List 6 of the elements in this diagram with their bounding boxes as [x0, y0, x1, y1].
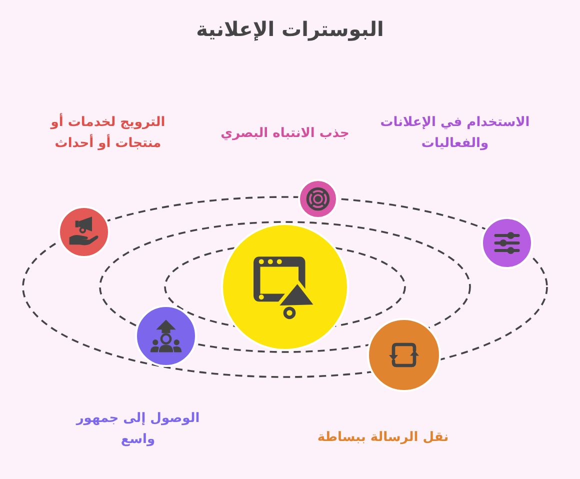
- feature-label: جذب الانتباه البصري: [220, 124, 350, 142]
- diagram-title: البوسترات الإعلانية: [196, 16, 384, 42]
- feature-label: الاستخدام في الإعلانات والفعاليات: [380, 114, 530, 153]
- feature-label: الوصول إلى جمهور واسع: [74, 410, 201, 449]
- feature-label: الترويج لخدمات أو منتجات أو أحداث: [49, 112, 166, 153]
- feature-label: نقل الرسالة ببساطة: [316, 428, 450, 446]
